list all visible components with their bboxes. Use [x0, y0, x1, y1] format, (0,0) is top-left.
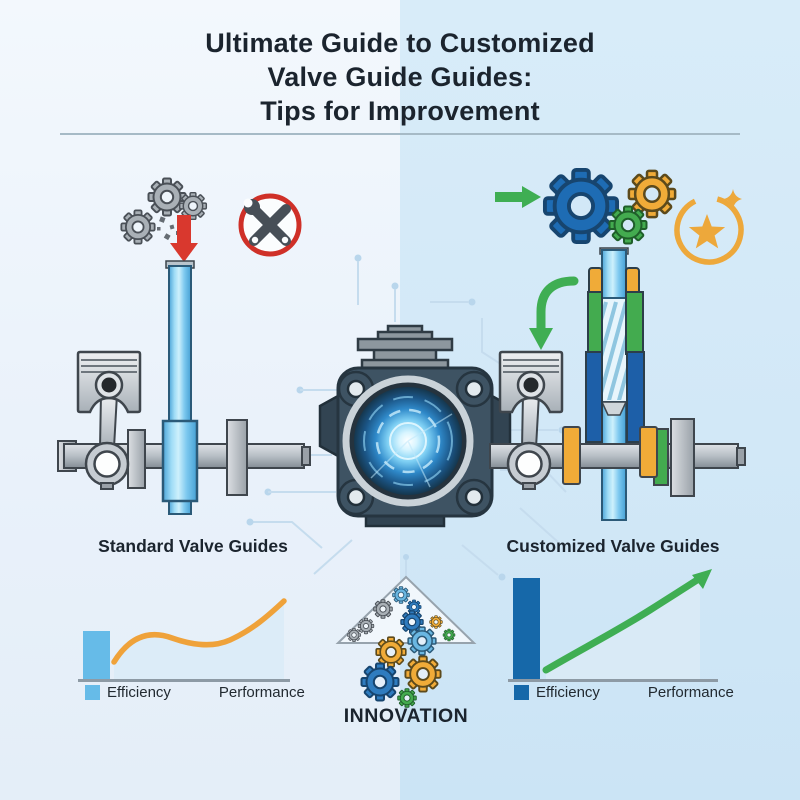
efficiency-label-standard: Efficiency — [107, 684, 171, 701]
customized-chart — [508, 569, 718, 682]
growth-arrowhead — [692, 569, 712, 589]
efficiency-swatch-standard — [85, 685, 100, 700]
efficiency-label-customized: Efficiency — [536, 684, 600, 701]
performance-label-customized: Performance — [647, 684, 734, 701]
title-line-1: Ultimate Guide to Customized — [205, 28, 595, 58]
standard-valve-guide-illustration — [57, 260, 311, 515]
title-line-2: Valve Guide Guides: — [267, 62, 533, 92]
title-line-3: Tips for Improvement — [260, 96, 540, 126]
performance-curve-standard — [111, 598, 287, 665]
install-curved-arrow-icon — [529, 276, 579, 350]
innovation-label: INNOVATION — [343, 705, 469, 727]
standard-chart — [78, 598, 290, 682]
failure-down-arrow-icon — [170, 215, 198, 262]
optimized-color-gears-icon — [542, 167, 677, 245]
quality-star-badge-icon — [674, 189, 744, 265]
efficiency-bar-standard — [83, 631, 110, 680]
efficiency-bar-customized — [513, 578, 540, 681]
engine-core-illustration — [318, 324, 512, 528]
customized-section-label: Customized Valve Guides — [506, 536, 720, 556]
worn-gray-gears-icon — [120, 177, 208, 245]
efficiency-swatch-customized — [514, 685, 529, 700]
axis-baseline — [508, 679, 718, 682]
upgrade-right-arrow-icon — [495, 186, 541, 208]
customized-chart-legend: Efficiency Performance — [514, 684, 734, 701]
performance-curve-customized — [542, 576, 701, 674]
standard-chart-legend: Efficiency Performance — [85, 684, 305, 701]
standard-section-label: Standard Valve Guides — [98, 536, 288, 556]
page-title: Ultimate Guide to Customized Valve Guide… — [80, 26, 720, 128]
repair-needed-crossed-tools-icon — [238, 193, 302, 257]
gear-arrow-innovation-icon — [335, 575, 477, 708]
title-divider — [60, 133, 740, 135]
axis-baseline — [78, 679, 290, 682]
customized-valve-guide-illustration — [489, 247, 746, 521]
performance-label-standard: Performance — [218, 684, 305, 701]
